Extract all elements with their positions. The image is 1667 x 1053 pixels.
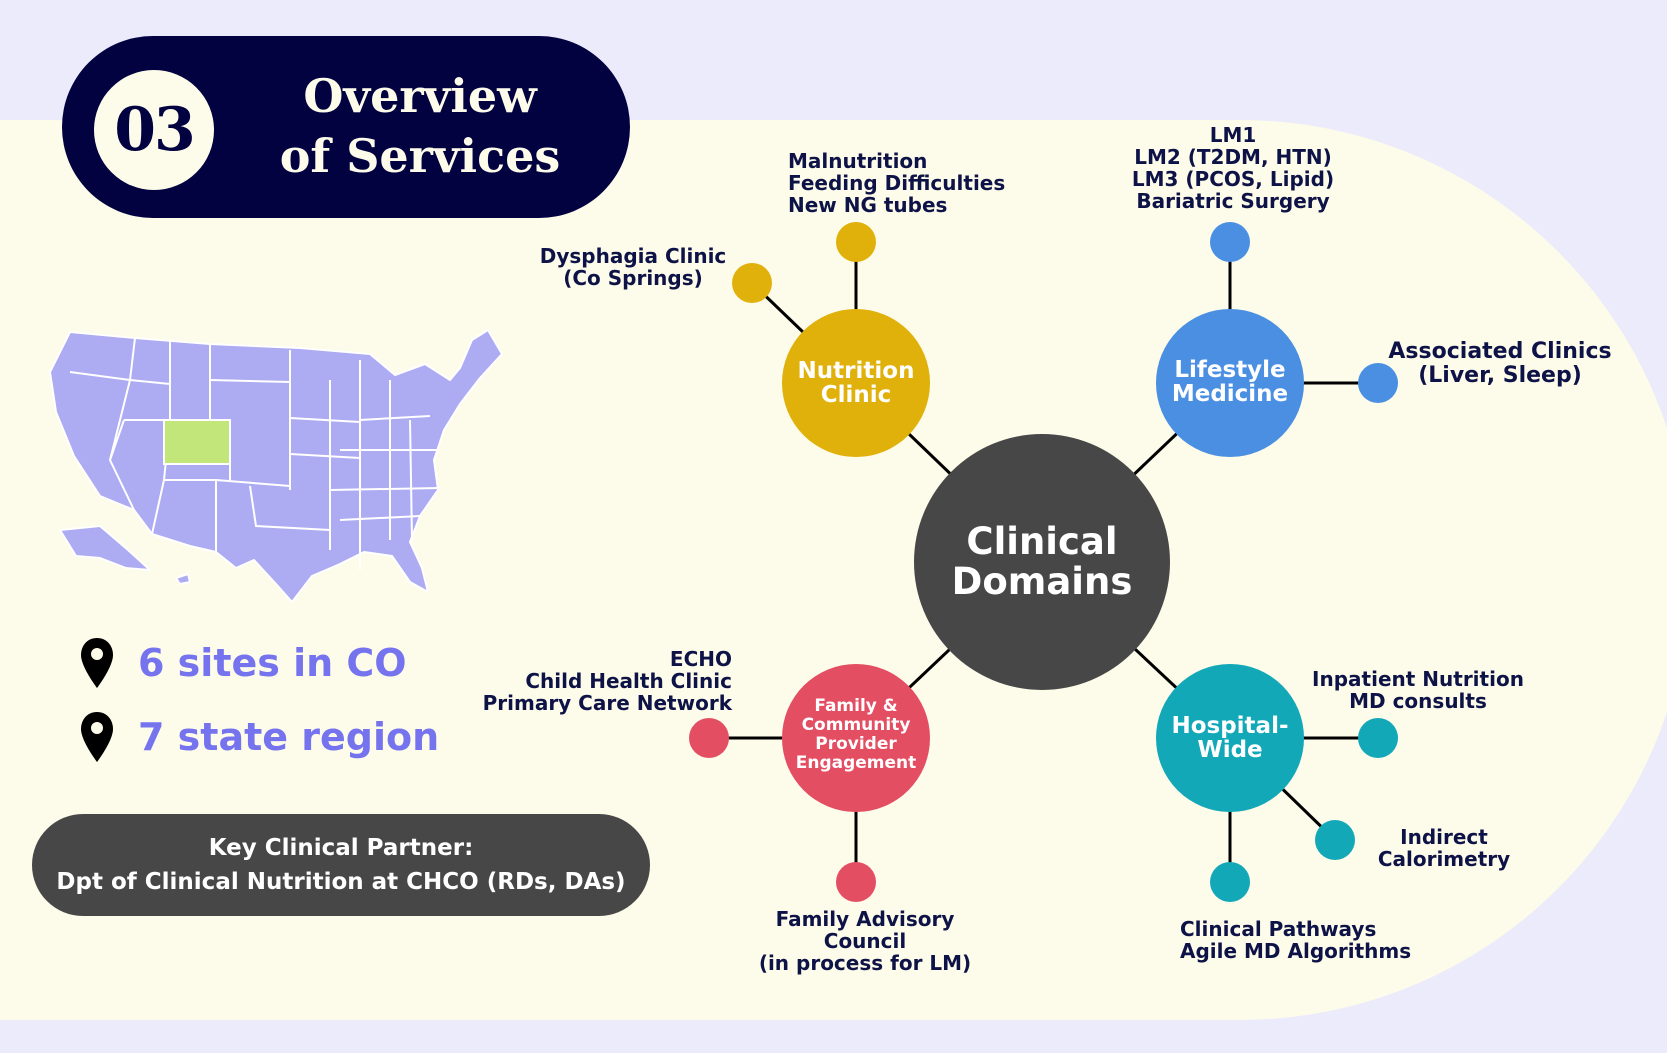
associated-clinics-label: Associated Clinics (Liver, Sleep) bbox=[1388, 339, 1612, 388]
location-sites: 6 sites in CO bbox=[80, 636, 407, 690]
associated-clinics-dot bbox=[1358, 363, 1398, 403]
center-node-label: Clinical Domains bbox=[951, 520, 1133, 603]
sites-count-text: 6 sites in CO bbox=[138, 641, 407, 685]
echo-dot bbox=[689, 718, 729, 758]
indirect-calorimetry-dot bbox=[1315, 820, 1355, 860]
clinical-pathways-label: Clinical Pathways Agile MD Algorithms bbox=[1180, 917, 1412, 963]
lifestyle-medicine-node bbox=[1156, 309, 1304, 457]
family-community-label: Family & Community Provider Engagement bbox=[795, 696, 917, 773]
family-advisory-label: Family Advisory Council (in process for … bbox=[758, 907, 972, 975]
lm-dot bbox=[1210, 222, 1250, 262]
key-partner-heading: Key Clinical Partner: bbox=[208, 835, 474, 861]
family-community-node bbox=[782, 664, 930, 812]
page-title: Overview of Services bbox=[279, 69, 561, 183]
family-advisory-dot bbox=[836, 862, 876, 902]
region-text: 7 state region bbox=[138, 715, 440, 759]
location-region: 7 state region bbox=[80, 710, 439, 764]
location-pin-icon bbox=[81, 712, 113, 762]
center-node bbox=[914, 434, 1170, 690]
echo-label: ECHO Child Health Clinic Primary Care Ne… bbox=[482, 647, 732, 715]
location-pin-icon bbox=[81, 638, 113, 688]
section-number: 03 bbox=[94, 70, 214, 190]
malnutrition-dot bbox=[836, 222, 876, 262]
key-partner-pill: Key Clinical Partner: Dpt of Clinical Nu… bbox=[32, 814, 650, 916]
indirect-calorimetry-label: Indirect Calorimetry bbox=[1377, 825, 1511, 871]
lm-label: LM1 LM2 (T2DM, HTN) LM3 (PCOS, Lipid) Ba… bbox=[1131, 123, 1335, 213]
us-map-icon bbox=[49, 329, 503, 603]
malnutrition-label: Malnutrition Feeding Difficulties New NG… bbox=[788, 149, 1006, 217]
clinical-pathways-dot bbox=[1210, 862, 1250, 902]
nutrition-clinic-node bbox=[782, 309, 930, 457]
key-partner-detail: Dpt of Clinical Nutrition at CHCO (RDs, … bbox=[56, 869, 626, 895]
hospital-wide-node bbox=[1156, 664, 1304, 812]
inpatient-label: Inpatient Nutrition MD consults bbox=[1312, 667, 1524, 713]
lifestyle-medicine-label: Lifestyle Medicine bbox=[1171, 357, 1289, 407]
hospital-wide-label: Hospital- Wide bbox=[1171, 713, 1289, 763]
inpatient-dot bbox=[1358, 718, 1398, 758]
dysphagia-dot bbox=[732, 263, 772, 303]
nutrition-clinic-label: Nutrition Clinic bbox=[797, 358, 915, 408]
dysphagia-label: Dysphagia Clinic (Co Springs) bbox=[539, 244, 727, 290]
